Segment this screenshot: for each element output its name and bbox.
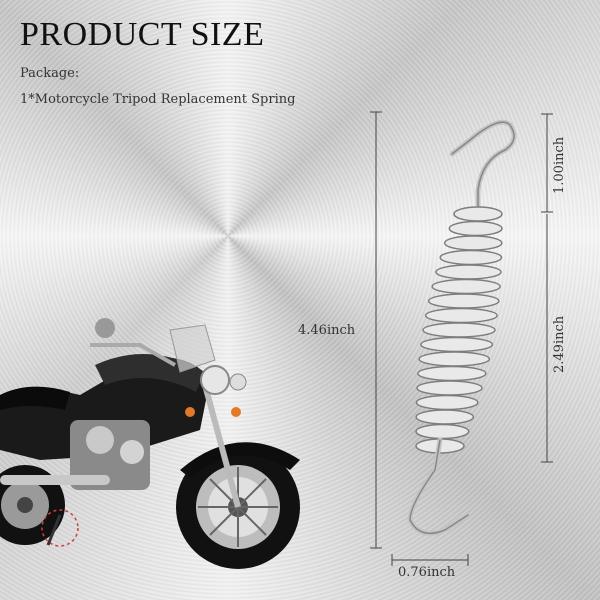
spring-coil <box>417 365 487 382</box>
spring-icon <box>407 119 517 536</box>
spring-coil <box>448 220 503 237</box>
spring-coil <box>420 336 494 353</box>
spring-coil <box>415 423 470 440</box>
spring-coil <box>453 206 503 222</box>
spring-coil <box>422 322 496 338</box>
package-label: Package: <box>20 66 80 81</box>
spring-coil <box>439 249 503 266</box>
spring-coil <box>435 264 502 280</box>
package-item: 1*Motorcycle Tripod Replacement Spring <box>20 92 296 107</box>
total-length-label: 4.46inch <box>298 323 356 338</box>
width-label: 0.76inch <box>398 565 456 580</box>
spring-coil <box>415 409 475 425</box>
motorcycle-icon <box>0 318 300 569</box>
page-title: PRODUCT SIZE <box>20 16 265 53</box>
spring-coil <box>443 235 503 251</box>
spring-coil <box>427 293 500 309</box>
spring-body-length-label: 2.49inch <box>552 315 567 373</box>
dimension-lines <box>370 111 553 566</box>
spring-coil <box>416 380 483 396</box>
kickstand-highlight-icon <box>41 509 79 547</box>
spring-coil <box>424 307 498 324</box>
spring-coil <box>415 394 479 411</box>
hook-length-label: 1.00inch <box>552 136 567 194</box>
spring-coil <box>431 278 501 295</box>
spring-coil <box>418 351 491 367</box>
